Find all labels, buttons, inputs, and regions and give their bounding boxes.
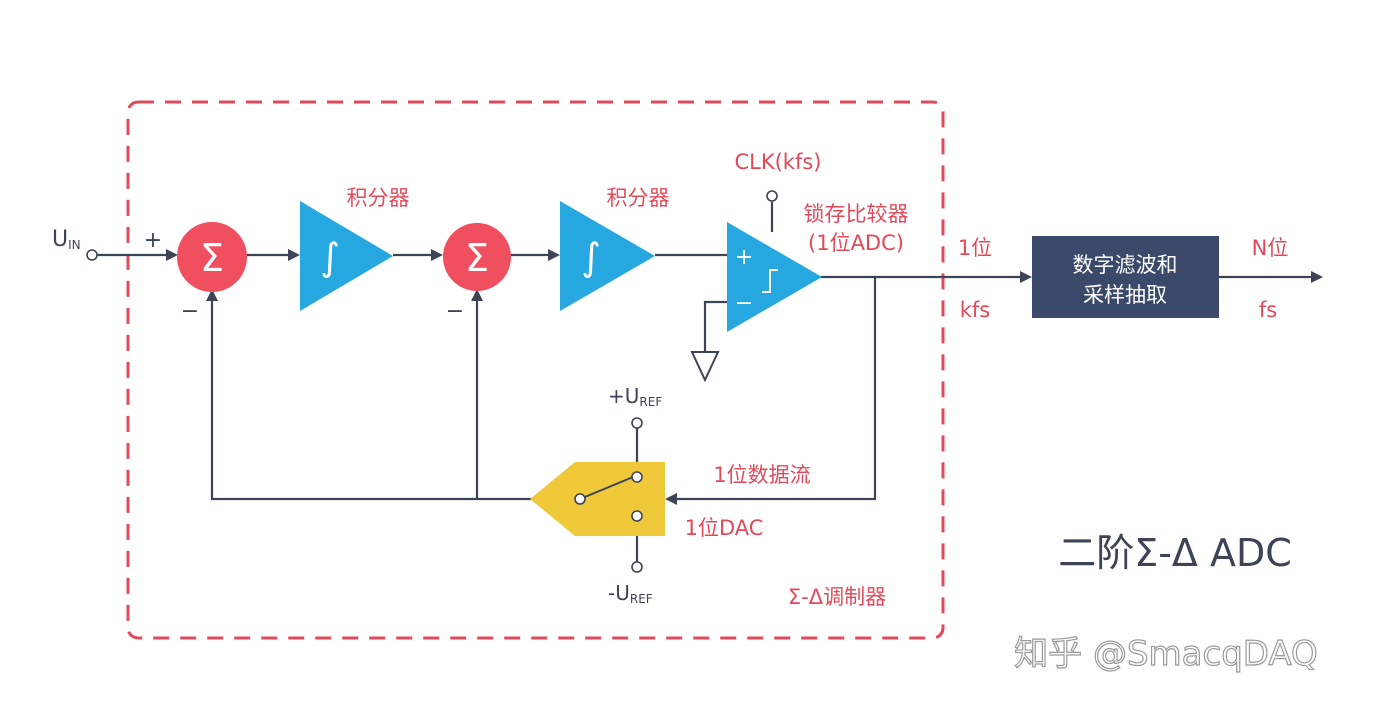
rate-kfs-label: kfs: [960, 298, 991, 322]
comparator-hysteresis-icon: [762, 269, 778, 293]
arrowhead-output: [1311, 271, 1323, 283]
diagram-title: 二阶Σ-Δ ADC: [1058, 531, 1292, 575]
arrowhead-int2: [548, 249, 560, 261]
input-label: UIN: [52, 227, 81, 252]
integrator-2: [560, 201, 655, 311]
filter-label-line2: 采样抽取: [1083, 283, 1167, 307]
uref-neg-node: [631, 561, 643, 573]
digital-filter-block: [1032, 236, 1219, 318]
input-node: [86, 249, 98, 261]
arrowhead-feedback2: [471, 289, 483, 301]
dac-switch-arm: [579, 476, 634, 500]
ground-symbol: [690, 351, 720, 383]
summer-1: [177, 222, 247, 292]
arrowhead-feedback1: [206, 289, 218, 301]
wire-comp-ground: [703, 300, 727, 352]
modulator-boundary: [126, 100, 945, 640]
clk-label: CLK(kfs): [734, 150, 821, 174]
comparator-minus: −: [735, 291, 753, 316]
arrowhead-filter: [1020, 271, 1032, 283]
bits-n-label: N位: [1252, 236, 1289, 260]
summer-2: [443, 223, 511, 291]
rate-fs-label: fs: [1259, 298, 1277, 322]
datastream-label: 1位数据流: [713, 463, 810, 487]
arrowhead-summer1: [166, 249, 178, 261]
summer-2-minus-sign: −: [446, 299, 464, 324]
comparator-plus: +: [735, 245, 753, 270]
latched-comparator: [727, 222, 822, 332]
arrowhead-int1: [288, 249, 300, 261]
arrowhead-summer2: [431, 249, 443, 261]
bits-1-label: 1位: [958, 236, 992, 260]
comparator-label-line1: 锁存比较器: [804, 202, 909, 226]
input-plus-sign: +: [144, 228, 162, 253]
integrator-2-label: 积分器: [607, 186, 670, 210]
uref-pos-label: +UREF: [608, 384, 662, 409]
dac-switch-common: [574, 493, 586, 505]
integrator-1-label: 积分器: [347, 186, 410, 210]
comparator-label-line2: (1位ADC): [808, 231, 904, 255]
integrator-1: [300, 201, 393, 311]
summer-1-minus-sign: −: [181, 299, 199, 324]
dac-label: 1位DAC: [685, 516, 764, 540]
uref-neg-label: -UREF: [608, 581, 653, 606]
summer-2-glyph: Σ: [465, 236, 489, 280]
dac-switch-neg: [631, 510, 643, 522]
dac-switch-pos: [631, 471, 643, 483]
filter-label-line1: 数字滤波和: [1073, 253, 1178, 277]
arrowhead-dac: [665, 493, 677, 505]
clk-node: [766, 190, 778, 202]
integrator-1-glyph: ∫: [320, 235, 340, 279]
watermark: 知乎 @SmacqDAQ: [1014, 634, 1318, 674]
modulator-label: Σ-Δ调制器: [788, 585, 886, 609]
wire-feedback: [210, 300, 580, 501]
summer-1-glyph: Σ: [200, 236, 224, 280]
integrator-2-glyph: ∫: [581, 235, 601, 279]
wire-datastream: [675, 277, 877, 501]
uref-pos-node: [631, 417, 643, 429]
dac-block: [530, 462, 665, 536]
